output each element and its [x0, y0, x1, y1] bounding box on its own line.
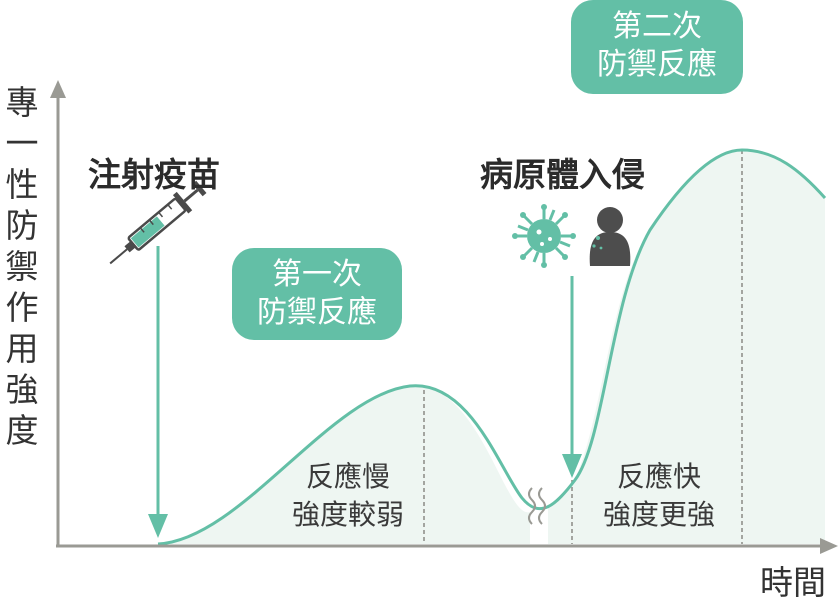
first-response-note-line1: 反應慢	[305, 460, 390, 493]
second-response-note-line2: 強度更強	[602, 498, 715, 531]
first-response-area	[158, 385, 530, 544]
second-response-note: 反應快 強度更強	[584, 458, 734, 534]
y-axis-arrow	[50, 80, 66, 98]
y-axis-label: 專一性防禦作用強度	[5, 83, 39, 450]
infection-arrow-head	[562, 454, 582, 478]
infection-heading: 病原體入侵	[480, 155, 645, 194]
virus-icon	[512, 204, 576, 268]
first-response-bubble-line1: 第一次	[272, 257, 362, 292]
second-response-bubble-line1: 第二次	[612, 9, 702, 44]
second-response-area	[548, 150, 825, 544]
response-curve	[157, 148, 827, 546]
second-response-bubble-line2: 防禦反應	[597, 47, 717, 82]
x-axis-label: 時間	[760, 563, 826, 602]
first-response-bubble-line2: 防禦反應	[257, 295, 377, 330]
vaccine-heading: 注射疫苗	[88, 155, 220, 194]
x-axis-arrow	[820, 538, 838, 554]
wave-mark-left	[528, 487, 536, 525]
first-response-note-line2: 強度較弱	[291, 498, 404, 531]
wave-mark-right	[538, 487, 546, 525]
second-response-note-line1: 反應快	[616, 460, 701, 493]
first-response-note: 反應慢 強度較弱	[278, 458, 418, 534]
second-response-bubble: 第二次 防禦反應	[571, 0, 743, 94]
vaccine-arrow-head	[148, 514, 168, 538]
syringe-icon	[109, 180, 207, 265]
first-response-bubble: 第一次 防禦反應	[232, 248, 402, 340]
person-icon	[589, 207, 631, 266]
